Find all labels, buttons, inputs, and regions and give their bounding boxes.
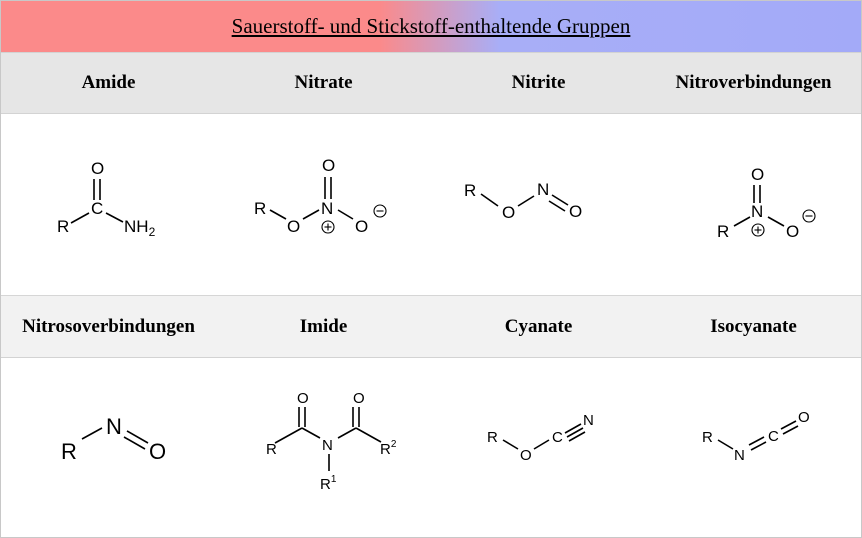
header-nitrite: Nitrite: [511, 72, 566, 93]
atom-r1: R1: [320, 474, 337, 493]
negative-charge-icon: [373, 204, 387, 218]
nitroso-structure-cell: R N O: [1, 357, 216, 537]
atom-r: R: [487, 429, 498, 446]
atom-o-terminal: O: [569, 202, 582, 221]
atom-o-ester: O: [287, 217, 300, 236]
nitrite-structure: R O N O: [464, 180, 582, 222]
header-nitrate: Nitrate: [294, 72, 353, 93]
atom-o: O: [798, 409, 810, 426]
atom-n: N: [734, 447, 745, 464]
nitro-structure-cell: O N R O: [646, 113, 861, 294]
header-isocyanate: Isocyanate: [710, 315, 797, 337]
nitro-structure: O N R O: [717, 165, 816, 241]
header-row-1: Amide Nitrate Nitrite Nitroverbindungen: [1, 52, 861, 114]
negative-charge-icon: [802, 209, 816, 223]
atom-o: O: [751, 165, 764, 184]
imide-structure-cell: O R N O R2 R1: [216, 357, 431, 537]
structures-row-1: O C R NH2 O N R O O: [1, 113, 861, 294]
atom-r: R: [266, 441, 277, 458]
atom-o: O: [322, 156, 335, 175]
atom-nh2: NH2: [124, 217, 156, 239]
table-title-bar: Sauerstoff- und Stickstoff-enthaltende G…: [1, 1, 861, 52]
amide-structure-cell: O C R NH2: [1, 113, 216, 294]
nitroso-structure: R N O: [61, 414, 166, 464]
cyanate-structure: R O C N: [487, 412, 594, 464]
atom-n: N: [322, 437, 333, 454]
positive-charge-icon: [321, 220, 335, 234]
imide-structure: O R N O R2 R1: [266, 390, 397, 493]
atom-r: R: [464, 181, 476, 200]
header-nitrosoverbindungen: Nitrosoverbindungen: [22, 315, 195, 337]
header-nitroverbindungen: Nitroverbindungen: [675, 72, 832, 93]
atom-r2: R2: [380, 439, 397, 458]
atom-n: N: [583, 412, 594, 429]
header-amide: Amide: [81, 72, 136, 93]
isocyanate-structure-cell: R N C O: [646, 357, 861, 537]
atom-n: N: [537, 180, 549, 199]
cyanate-structure-cell: R O C N: [431, 357, 646, 537]
atom-c: C: [552, 429, 563, 446]
atom-o-right: O: [353, 390, 365, 407]
atom-n: N: [751, 202, 763, 221]
atom-c: C: [91, 199, 103, 218]
atom-c: C: [768, 428, 779, 445]
atom-r: R: [57, 217, 69, 236]
atom-o-left: O: [297, 390, 309, 407]
nitrate-structure: O N R O O: [254, 156, 387, 236]
structures-row-2: R N O O R N O R: [1, 357, 861, 537]
atom-o-minus: O: [786, 222, 799, 241]
atom-n: N: [106, 414, 122, 439]
amide-structure: O C R NH2: [57, 159, 156, 239]
atom-r: R: [717, 222, 729, 241]
atom-n: N: [321, 199, 333, 218]
isocyanate-structure: R N C O: [702, 409, 810, 464]
atom-o: O: [149, 439, 166, 464]
table-title[interactable]: Sauerstoff- und Stickstoff-enthaltende G…: [231, 14, 631, 38]
atom-o: O: [91, 159, 104, 178]
header-row-2: Nitrosoverbindungen Imide Cyanate Isocya…: [1, 295, 861, 358]
atom-o: O: [502, 203, 515, 222]
header-cyanate: Cyanate: [504, 315, 573, 337]
atom-r: R: [254, 199, 266, 218]
nitrate-structure-cell: O N R O O: [216, 113, 431, 294]
header-imide: Imide: [299, 315, 348, 337]
nitrite-structure-cell: R O N O: [431, 113, 646, 294]
atom-r: R: [61, 439, 77, 464]
atom-o: O: [520, 447, 532, 464]
atom-r: R: [702, 429, 713, 446]
atom-o-minus: O: [355, 217, 368, 236]
positive-charge-icon: [751, 223, 765, 237]
